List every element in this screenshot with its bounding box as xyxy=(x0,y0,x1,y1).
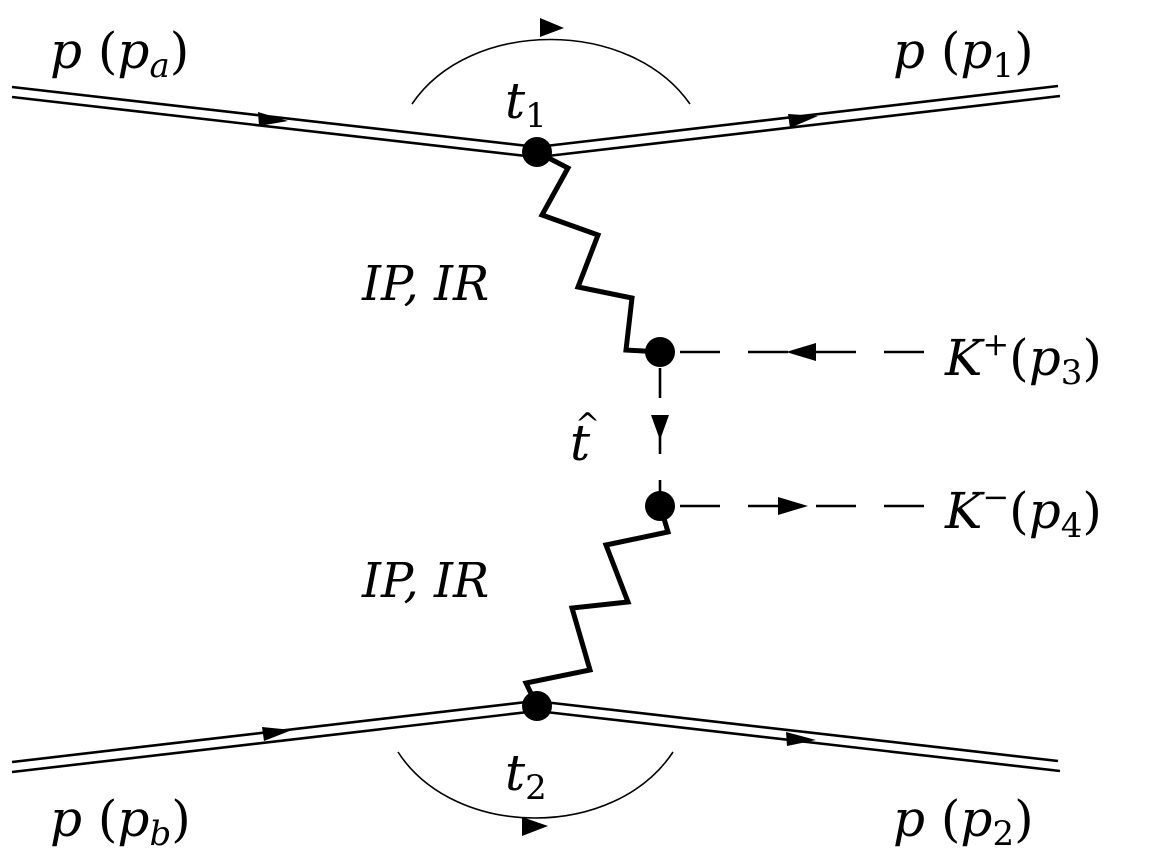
label-proton-2: p (p2) xyxy=(893,790,1034,854)
arrow-outgoing-2-icon xyxy=(786,732,816,746)
label-kaon-minus: K−(p4) xyxy=(944,478,1102,546)
label-that-hat: ^ xyxy=(575,407,600,442)
label-proton-1: p (p1) xyxy=(893,22,1034,86)
arc-t1 xyxy=(411,38,691,105)
arc-t2-arrow-icon xyxy=(522,817,548,836)
label-that: t xyxy=(570,414,591,472)
label-t1: t1 xyxy=(505,72,547,136)
arc-t2 xyxy=(397,751,674,819)
label-exchange-bottom: IP, IR xyxy=(361,553,489,609)
arrow-outgoing-1-icon xyxy=(788,114,818,128)
zigzag-bottom xyxy=(522,504,672,708)
arrow-incoming-a-icon xyxy=(258,112,288,126)
vertex-top-proton xyxy=(522,137,552,167)
arrow-kaon-plus-icon xyxy=(786,343,816,361)
label-proton-a: p (pa) xyxy=(50,22,189,86)
zigzag-top xyxy=(535,149,661,355)
vertex-kaon-minus xyxy=(645,491,675,521)
vertex-bottom-proton xyxy=(522,691,552,721)
kaon-lines xyxy=(658,350,930,508)
label-t2: t2 xyxy=(505,744,547,808)
arc-t1-arrow-icon xyxy=(540,18,564,37)
label-kaon-plus: K+(p3) xyxy=(944,325,1102,393)
label-exchange-top: IP, IR xyxy=(361,256,489,312)
label-proton-b: p (pb) xyxy=(50,790,191,854)
arrow-incoming-b-icon xyxy=(262,727,292,741)
vertex-kaon-plus xyxy=(645,337,675,367)
arrow-that-icon xyxy=(651,415,669,440)
arrow-kaon-minus-icon xyxy=(778,497,808,515)
